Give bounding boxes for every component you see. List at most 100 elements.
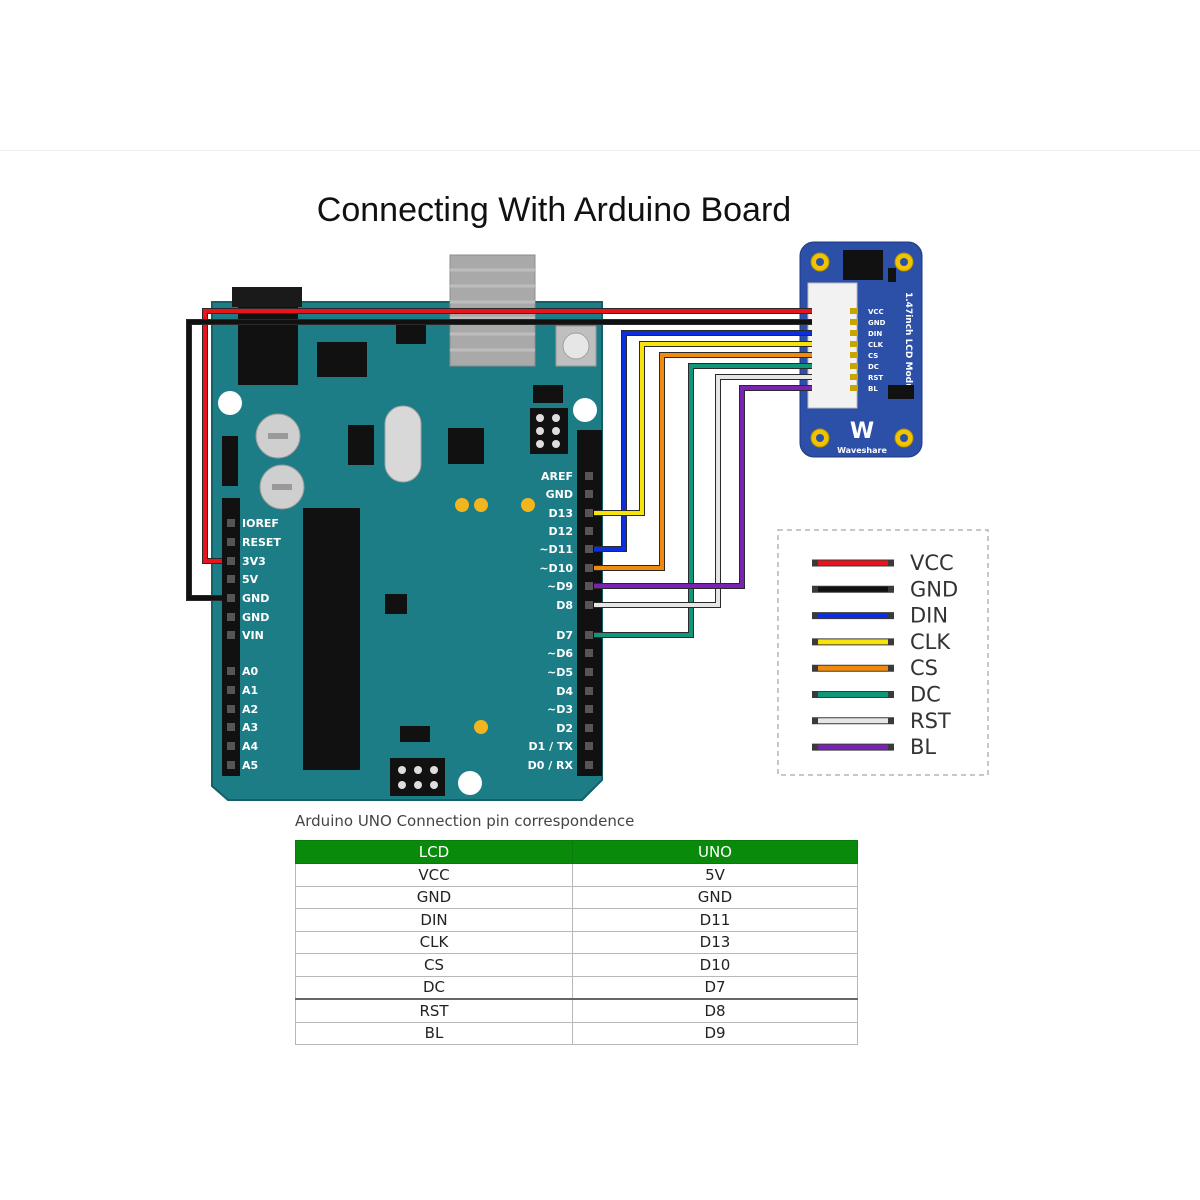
chip [222, 436, 238, 486]
board-pin-label: D2 [556, 722, 573, 735]
header-pin [227, 538, 235, 546]
waveshare-logo: W [850, 419, 874, 444]
board-pin-label: A0 [242, 665, 259, 678]
mounting-hole [218, 391, 242, 415]
header-pin [227, 705, 235, 713]
wire-bl [594, 385, 812, 589]
header-pin [585, 564, 593, 572]
table-header-lcd: LCD [295, 840, 573, 864]
legend-label: CLK [910, 630, 951, 654]
table-caption: Arduino UNO Connection pin correspondenc… [295, 812, 635, 830]
table-cell-lcd: BL [295, 1021, 573, 1045]
board-pin-label: AREF [541, 470, 573, 483]
board-pin-label: D1 / TX [529, 740, 574, 753]
header-pin [227, 594, 235, 602]
power-jack-body [238, 307, 298, 385]
header-pin [227, 519, 235, 527]
led [474, 498, 488, 512]
legend-label: DIN [910, 604, 948, 628]
table-cell-lcd: DC [295, 975, 573, 1000]
right-header-pins [585, 472, 593, 769]
legend-label: DC [910, 683, 941, 707]
table-cell-uno: D9 [572, 1021, 858, 1045]
icsp-header [530, 408, 568, 454]
power-jack [232, 287, 302, 307]
board-pin-label: D7 [556, 629, 573, 642]
module-pin-label: DC [868, 363, 879, 371]
module-pin [850, 330, 858, 336]
module-chip [843, 250, 883, 280]
header-pin [585, 761, 593, 769]
header-pin [585, 582, 593, 590]
table-cell-lcd: CS [295, 953, 573, 977]
board-pin-label: ~D11 [539, 543, 573, 556]
board-pin-label: 3V3 [242, 555, 266, 568]
legend-item: GND [812, 577, 958, 601]
module-pin-label: GND [868, 319, 886, 327]
page-title: Connecting With Arduino Board [316, 190, 792, 229]
legend-item: VCC [812, 551, 954, 575]
table-cell-lcd: DIN [295, 908, 573, 932]
board-pin-label: ~D9 [547, 580, 573, 593]
crystal-oscillator [384, 405, 422, 483]
board-pin-label: A3 [242, 721, 258, 734]
left-header-pins [227, 519, 235, 769]
header-pin [585, 545, 593, 553]
header-pin [585, 724, 593, 732]
board-pin-label: VIN [242, 629, 264, 642]
board-pin-label: GND [242, 611, 269, 624]
table-header-uno: UNO [572, 840, 858, 864]
legend-label: VCC [910, 551, 954, 575]
module-pin-label: BL [868, 385, 878, 393]
module-pin [850, 341, 858, 347]
header-pin [227, 761, 235, 769]
chip [400, 726, 430, 742]
table-cell-lcd: GND [295, 885, 573, 909]
module-brand: Waveshare [837, 446, 887, 455]
board-pin-label: ~D6 [547, 647, 573, 660]
table-header-row: LCD UNO [295, 840, 858, 864]
header-pin [227, 667, 235, 675]
header-pin [585, 668, 593, 676]
board-pin-label: GND [242, 592, 269, 605]
right-header-labels: AREFGNDD13D12~D11~D10~D9D8D7~D6~D5D4~D3D… [528, 470, 574, 772]
top-divider [0, 150, 1200, 151]
module-title: 1.47inch LCD Module [903, 292, 913, 399]
legend-item: CLK [812, 630, 951, 654]
module-pin [850, 363, 858, 369]
wires [186, 308, 812, 638]
table-cell-uno: GND [572, 885, 858, 909]
board-pin-label: D8 [556, 599, 573, 612]
wire-dc [594, 363, 812, 638]
table-cell-uno: D10 [572, 953, 858, 977]
table-cell-lcd: VCC [295, 863, 573, 887]
board-pin-label: D13 [549, 507, 573, 520]
mounting-hole [458, 771, 482, 795]
board-pin-label: IOREF [242, 517, 279, 530]
board-pin-label: A1 [242, 684, 258, 697]
wire-rst [594, 374, 812, 608]
module-pin [850, 374, 858, 380]
board-pin-label: ~D3 [547, 703, 573, 716]
legend-label: CS [910, 656, 938, 680]
header-pin [585, 509, 593, 517]
svg-text:W: W [850, 419, 874, 444]
header-pin [585, 742, 593, 750]
header-pin [227, 613, 235, 621]
header-pin [227, 742, 235, 750]
wire-gnd [186, 319, 812, 601]
module-chip [888, 385, 914, 399]
board-pin-label: D0 / RX [528, 759, 574, 772]
header-pin [227, 631, 235, 639]
legend-label: GND [910, 577, 958, 601]
